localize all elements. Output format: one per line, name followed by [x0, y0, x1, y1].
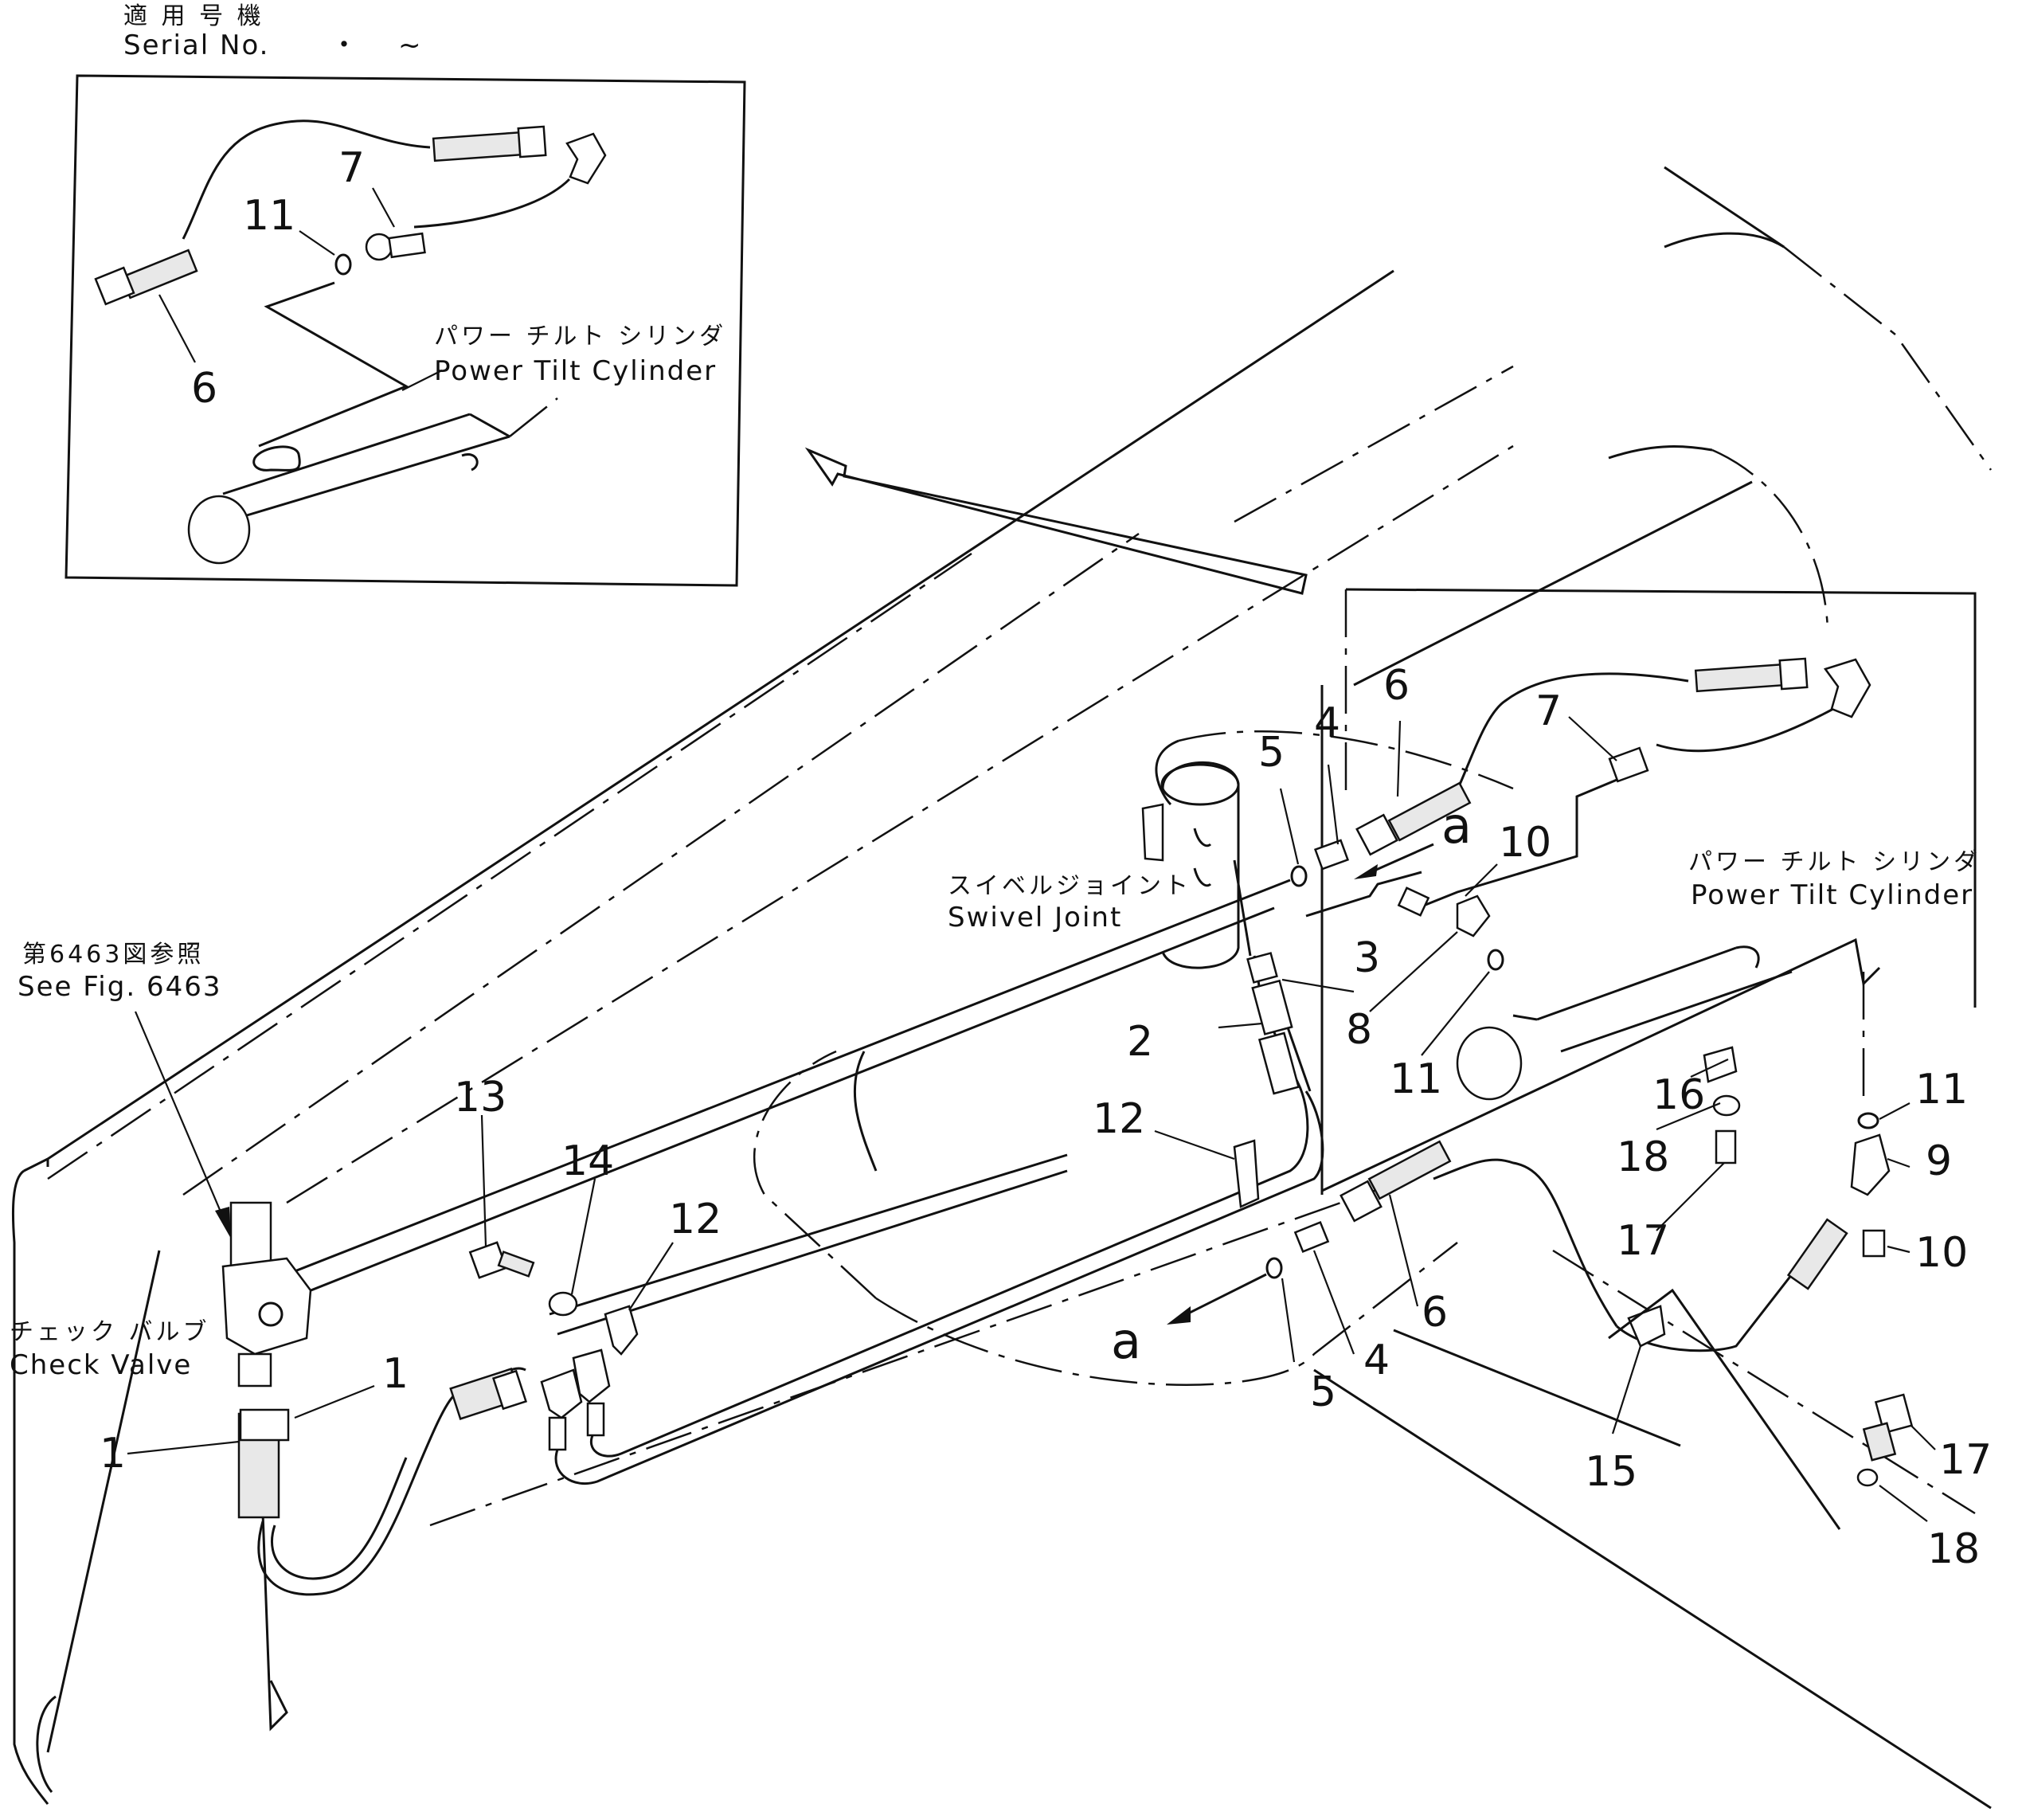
washer-item-14 — [548, 1291, 578, 1317]
arrow-a-top-head — [1354, 864, 1378, 879]
power-tilt-en-label: Power Tilt Cylinder — [1691, 879, 1973, 911]
bolt-item-13 — [468, 1241, 535, 1279]
power-tilt-jp-label: パワー チルト シリンダ — [1688, 848, 1981, 876]
upper-right-fittings — [1290, 657, 1871, 971]
callout-17-mid: 17 — [1617, 1217, 1669, 1265]
callout-6-bottom: 6 — [1422, 1289, 1448, 1337]
elbow-item-9 — [1850, 1133, 1891, 1196]
callout-18-top: 18 — [1617, 1133, 1669, 1181]
clamp-item-12-left — [604, 1305, 639, 1356]
reference-arrow — [804, 447, 1308, 595]
clip-item-16 — [1703, 1046, 1738, 1083]
callout-9: 9 — [1926, 1137, 1952, 1185]
see-fig-en-label: See Fig. 6463 — [18, 971, 221, 1003]
check-valve — [221, 1201, 312, 1388]
bolt-item-17-a — [1715, 1129, 1737, 1164]
callout-12-left: 12 — [669, 1196, 722, 1243]
clamp-item-15 — [1627, 1305, 1666, 1348]
callout-13: 13 — [454, 1074, 506, 1121]
callout-5-top: 5 — [1258, 729, 1285, 777]
swivel-joint-jp-label: スイベルジョイント — [948, 872, 1191, 900]
see-fig-jp-label: 第6463図参照 — [22, 941, 204, 969]
connector-a-bottom: a — [1111, 1312, 1141, 1370]
callout-11-right: 11 — [1915, 1066, 1968, 1114]
hose-end-item-1-mid — [449, 1368, 528, 1420]
elbow-fittings-mid — [540, 1348, 611, 1451]
inset-frame — [65, 74, 746, 587]
inset-hose-2 — [413, 178, 571, 229]
oring-item-11-right — [1857, 1112, 1879, 1129]
hose-item-2-3 — [1246, 952, 1300, 1095]
inset-leader-6 — [158, 294, 196, 363]
inset-hose-fitting-top — [432, 125, 547, 162]
inset-elbow — [565, 132, 607, 185]
washer-item-18-b — [1856, 1468, 1879, 1487]
swivel-joint-en-label: Swivel Joint — [948, 902, 1122, 933]
inset-cylinder — [187, 397, 558, 565]
callout-7-right: 7 — [1535, 687, 1562, 735]
callout-4-top: 4 — [1314, 699, 1340, 747]
connector-item-10 — [1862, 1229, 1886, 1258]
callout-15: 15 — [1585, 1448, 1637, 1496]
inset-hose — [182, 119, 431, 240]
inset-leader-ptc — [401, 370, 443, 391]
callout-18-bottom: 18 — [1927, 1525, 1980, 1573]
callout-5-bottom: 5 — [1310, 1368, 1336, 1416]
lower-right-fittings — [1265, 1046, 1914, 1530]
inset-item-7-fitting — [365, 232, 426, 261]
inset-callout-6: 6 — [191, 365, 217, 413]
check-valve-jp-label: チェック バルブ — [10, 1318, 210, 1346]
hose-end-item-1-left — [237, 1408, 290, 1519]
callout-10-top: 10 — [1499, 819, 1551, 867]
swivel-joint — [1141, 761, 1240, 969]
arrow-a-bottom-head — [1167, 1306, 1191, 1325]
callout-16: 16 — [1652, 1071, 1705, 1119]
callout-8: 8 — [1346, 1006, 1372, 1054]
connector-a-top: a — [1441, 796, 1472, 855]
serial-range-dot: ・ — [330, 29, 359, 61]
callout-2: 2 — [1127, 1018, 1153, 1066]
clamp-item-12-right — [1233, 1139, 1260, 1208]
serial-range-tilde: ~ — [398, 29, 423, 61]
inset-ptc-en: Power Tilt Cylinder — [434, 355, 717, 387]
callout-12-right: 12 — [1093, 1095, 1145, 1143]
inset-pipe — [258, 281, 409, 448]
machine-outline — [11, 166, 1993, 1810]
inset-leader-7 — [372, 187, 395, 228]
inset-item-6-hose-end — [94, 249, 198, 306]
callout-6-top: 6 — [1383, 662, 1410, 710]
callout-17-bottom: 17 — [1939, 1436, 1992, 1484]
inset-detail: 7 11 6 パワー チルト シリンダ Power Tilt Cylinder — [65, 74, 746, 587]
callout-4-bottom: 4 — [1363, 1337, 1390, 1384]
leader-lines — [127, 716, 1936, 1522]
callout-11-mid: 11 — [1390, 1055, 1442, 1103]
inset-callout-11: 11 — [243, 192, 295, 240]
callout-14: 14 — [561, 1137, 614, 1185]
inset-oring — [334, 253, 352, 276]
inset-callout-7: 7 — [338, 144, 365, 192]
callout-1-left: 1 — [100, 1430, 126, 1478]
check-valve-en-label: Check Valve — [10, 1349, 192, 1381]
callout-10-right: 10 — [1915, 1229, 1968, 1277]
inset-leader-11 — [299, 230, 335, 256]
inset-ptc-jp: パワー チルト シリンダ — [434, 323, 726, 350]
serial-en-label: Serial No. — [123, 29, 269, 61]
washer-item-18-a — [1712, 1094, 1741, 1117]
arrow-a-bottom-line — [1178, 1273, 1267, 1320]
serial-jp-label: 適 用 号 機 — [123, 2, 264, 30]
main-cylinder — [1456, 945, 1793, 1101]
callout-3: 3 — [1354, 934, 1380, 982]
callout-1-mid: 1 — [382, 1350, 409, 1398]
